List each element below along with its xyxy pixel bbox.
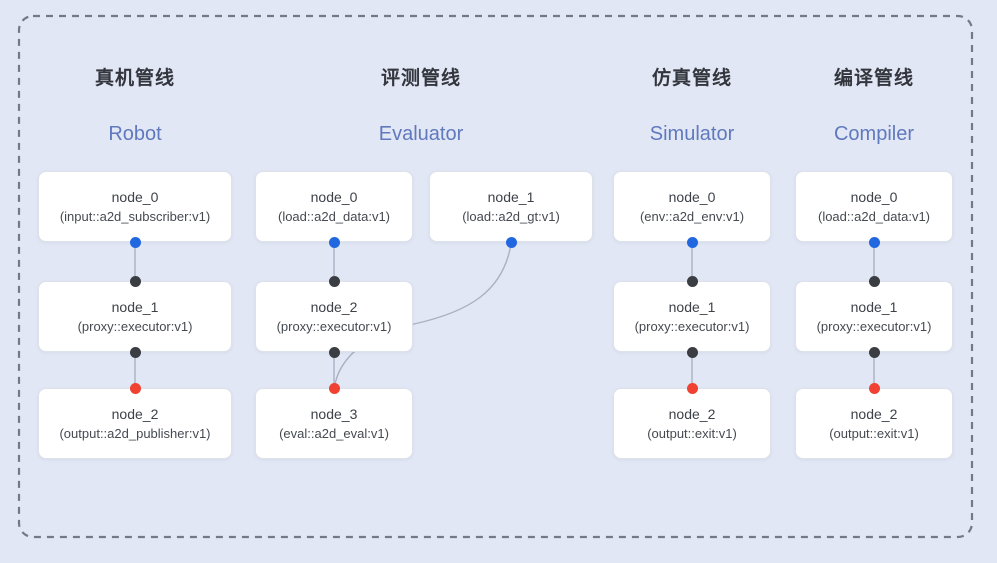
node-type: (eval::a2d_eval:v1) [279, 426, 389, 441]
port-dot-output [686, 346, 698, 358]
node-compiler-node_2: node_2 (output::exit:v1) [795, 388, 953, 459]
node-type: (output::a2d_publisher:v1) [59, 426, 211, 441]
port-dot-input [129, 275, 141, 287]
node-type: (env::a2d_env:v1) [639, 209, 745, 224]
port-dot-source [129, 236, 141, 248]
node-type: (output::exit:v1) [647, 426, 737, 441]
node-name: node_3 [310, 406, 358, 422]
node-simulator-node_0: node_0 (env::a2d_env:v1) [613, 171, 771, 242]
node-name: node_2 [310, 299, 358, 315]
node-name: node_0 [111, 189, 159, 205]
node-name: node_1 [850, 299, 898, 315]
port-dot-output [328, 346, 340, 358]
node-type: (proxy::executor:v1) [634, 319, 750, 334]
port-dot-source [868, 236, 880, 248]
node-simulator-node_1: node_1 (proxy::executor:v1) [613, 281, 771, 352]
port-dot-source [505, 236, 517, 248]
node-type: (load::a2d_data:v1) [277, 209, 391, 224]
node-type: (input::a2d_subscriber:v1) [59, 209, 211, 224]
node-compiler-node_0: node_0 (load::a2d_data:v1) [795, 171, 953, 242]
pipeline-title-en-compiler: Compiler [833, 123, 915, 145]
edge-evaluator-node1-node3 [334, 243, 512, 385]
node-type: (output::exit:v1) [829, 426, 919, 441]
node-type: (load::a2d_gt:v1) [462, 209, 560, 224]
pipeline-title-zh-simulator: 仿真管线 [651, 68, 732, 89]
pipeline-title-zh-evaluator: 评测管线 [380, 68, 461, 89]
pipeline-title-zh-robot: 真机管线 [94, 68, 175, 89]
pipeline-title-zh-compiler: 编译管线 [833, 68, 914, 89]
node-name: node_1 [487, 189, 535, 205]
pipeline-title-en-robot: Robot [108, 123, 162, 145]
node-name: node_2 [850, 406, 898, 422]
node-compiler-node_1: node_1 (proxy::executor:v1) [795, 281, 953, 352]
node-name: node_1 [111, 299, 159, 315]
node-evaluator-node_1: node_1 (load::a2d_gt:v1) [429, 171, 593, 242]
port-dot-output [868, 346, 880, 358]
port-dot-source [328, 236, 340, 248]
port-dot-input [686, 275, 698, 287]
node-robot-node_0: node_0 (input::a2d_subscriber:v1) [38, 171, 232, 242]
node-type: (proxy::executor:v1) [816, 319, 932, 334]
port-dot-sink [686, 382, 698, 394]
pipeline-title-en-simulator: Simulator [649, 123, 735, 145]
node-name: node_0 [310, 189, 358, 205]
node-type: (proxy::executor:v1) [276, 319, 392, 334]
node-type: (proxy::executor:v1) [77, 319, 193, 334]
node-name: node_1 [668, 299, 716, 315]
port-dot-input [328, 275, 340, 287]
node-name: node_2 [668, 406, 716, 422]
node-name: node_0 [850, 189, 898, 205]
node-simulator-node_2: node_2 (output::exit:v1) [613, 388, 771, 459]
node-type: (load::a2d_data:v1) [817, 209, 931, 224]
node-robot-node_1: node_1 (proxy::executor:v1) [38, 281, 232, 352]
port-dot-output [129, 346, 141, 358]
node-evaluator-node_3: node_3 (eval::a2d_eval:v1) [255, 388, 413, 459]
port-dot-sink [129, 382, 141, 394]
node-name: node_0 [668, 189, 716, 205]
node-robot-node_2: node_2 (output::a2d_publisher:v1) [38, 388, 232, 459]
port-dot-source [686, 236, 698, 248]
pipeline-title-en-evaluator: Evaluator [378, 123, 464, 145]
port-dot-input [868, 275, 880, 287]
port-dot-sink [328, 382, 340, 394]
node-evaluator-node_0: node_0 (load::a2d_data:v1) [255, 171, 413, 242]
node-evaluator-node_2: node_2 (proxy::executor:v1) [255, 281, 413, 352]
dashed-frame [17, 14, 974, 539]
node-name: node_2 [111, 406, 159, 422]
port-dot-sink [868, 382, 880, 394]
